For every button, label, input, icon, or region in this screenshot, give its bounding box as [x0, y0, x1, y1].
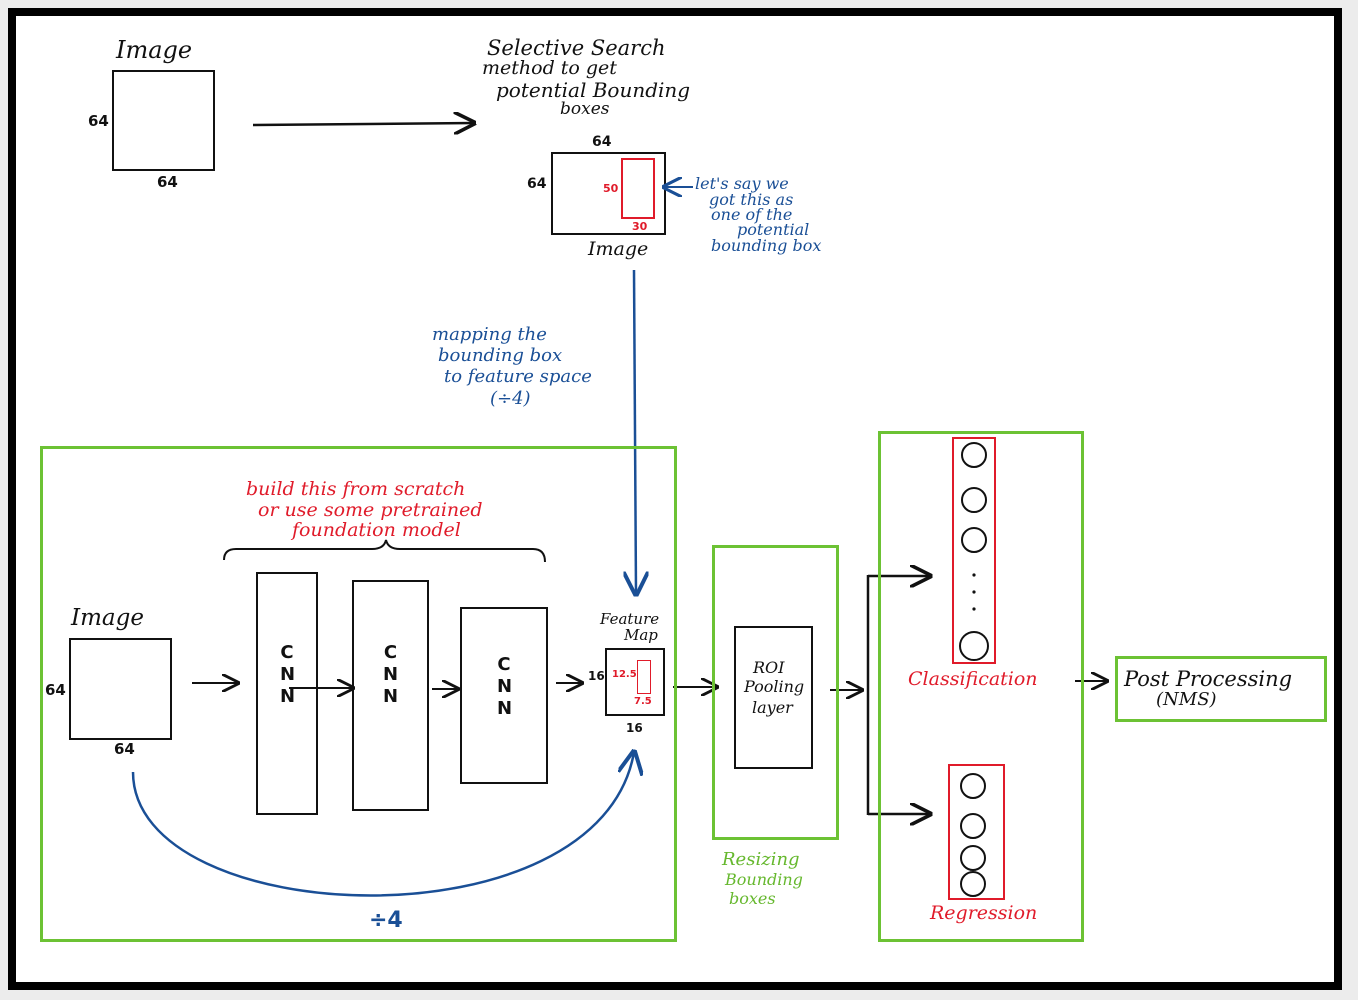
proposal-image-label: Image [588, 238, 649, 260]
cnn-block-1-label: CNN [280, 642, 296, 707]
classification-ellipsis-dot [972, 590, 976, 594]
regression-neuron [960, 813, 986, 839]
downsample-label: ÷4 [369, 908, 403, 933]
backbone-note-line: foundation model [292, 519, 461, 541]
resize-note-line: Bounding [725, 870, 803, 889]
classification-neuron [961, 442, 987, 468]
top-image-box [112, 70, 215, 171]
feature-map-bbox-height: 12.5 [612, 669, 637, 680]
heads-group [878, 431, 1084, 942]
mapping-note-line: (÷4) [490, 388, 531, 409]
arrow-mapping-to-feature-map [634, 269, 636, 594]
input-image-box [69, 638, 172, 740]
roi-pooling-group [712, 545, 839, 840]
selective-search-line: method to get [482, 57, 617, 79]
roi-pooling-layer-box [734, 626, 813, 769]
resize-note-line: Resizing [722, 849, 800, 870]
roi-pooling-label-line: ROI [753, 658, 785, 677]
feature-map-bbox-width: 7.5 [634, 696, 652, 707]
cnn-block-3-label: CNN [497, 654, 513, 719]
proposal-note-line: potential [737, 220, 810, 239]
classification-label: Classification [908, 668, 1038, 690]
mapping-note-line: bounding box [438, 345, 563, 366]
arrow-image-to-selective-search [252, 123, 474, 125]
feature-map-box [605, 648, 665, 716]
mapping-note-line: mapping the [432, 324, 547, 345]
input-image-width: 64 [114, 740, 135, 758]
post-processing-line: Post Processing [1124, 667, 1293, 691]
selective-search-line: potential Bounding [496, 78, 691, 102]
backbone-note-line: build this from scratch [246, 478, 466, 500]
proposal-image-height: 64 [527, 176, 547, 192]
top-image-height: 64 [88, 112, 109, 130]
proposal-note-line: bounding box [711, 236, 822, 255]
regression-neuron [960, 845, 986, 871]
backbone-group [40, 446, 677, 942]
post-processing-box [1115, 656, 1327, 722]
feature-map-width: 16 [626, 721, 643, 735]
classification-neuron [961, 527, 987, 553]
top-image-label: Image [116, 36, 193, 64]
proposal-note-line: got this as [709, 190, 794, 209]
regression-neuron [960, 871, 986, 897]
selective-search-line: Selective Search [487, 36, 666, 60]
proposal-note-line: let's say we [695, 174, 789, 193]
selective-search-line: boxes [560, 99, 610, 119]
post-processing-line: (NMS) [1156, 689, 1217, 710]
regression-neuron [960, 773, 986, 799]
feature-map-label-line: Feature [600, 610, 660, 628]
cnn-block-1 [256, 572, 318, 815]
brace-over-cnns [223, 539, 546, 563]
regression-head-box [948, 764, 1005, 900]
proposal-image-width: 64 [592, 134, 612, 150]
roi-pooling-label-line: Pooling [744, 677, 805, 696]
backbone-note-line: or use some pretrained [258, 499, 483, 521]
proposal-bbox-height: 50 [603, 182, 619, 195]
input-image-height: 64 [45, 681, 66, 699]
proposal-bbox-width: 30 [632, 220, 648, 233]
classification-ellipsis-dot [972, 573, 976, 577]
feature-map-label-line: Map [624, 626, 658, 644]
cnn-block-2 [352, 580, 429, 811]
mapping-note-line: to feature space [444, 366, 592, 387]
proposal-bounding-box [621, 158, 655, 219]
classification-head-box [952, 437, 996, 664]
cnn-block-3 [460, 607, 548, 784]
feature-map-height: 16 [588, 669, 605, 683]
resize-note-line: boxes [729, 889, 776, 908]
cnn-block-2-label: CNN [383, 642, 399, 707]
classification-neuron [959, 631, 989, 661]
classification-ellipsis-dot [972, 607, 976, 611]
regression-label: Regression [930, 902, 1038, 924]
classification-neuron [961, 487, 987, 513]
proposal-note-line: one of the [711, 205, 793, 224]
arrow-downsample-curve [131, 752, 634, 897]
input-image-label: Image [71, 605, 144, 631]
roi-pooling-label-line: layer [752, 698, 793, 717]
top-image-width: 64 [157, 173, 178, 191]
feature-map-bounding-box [637, 660, 651, 694]
